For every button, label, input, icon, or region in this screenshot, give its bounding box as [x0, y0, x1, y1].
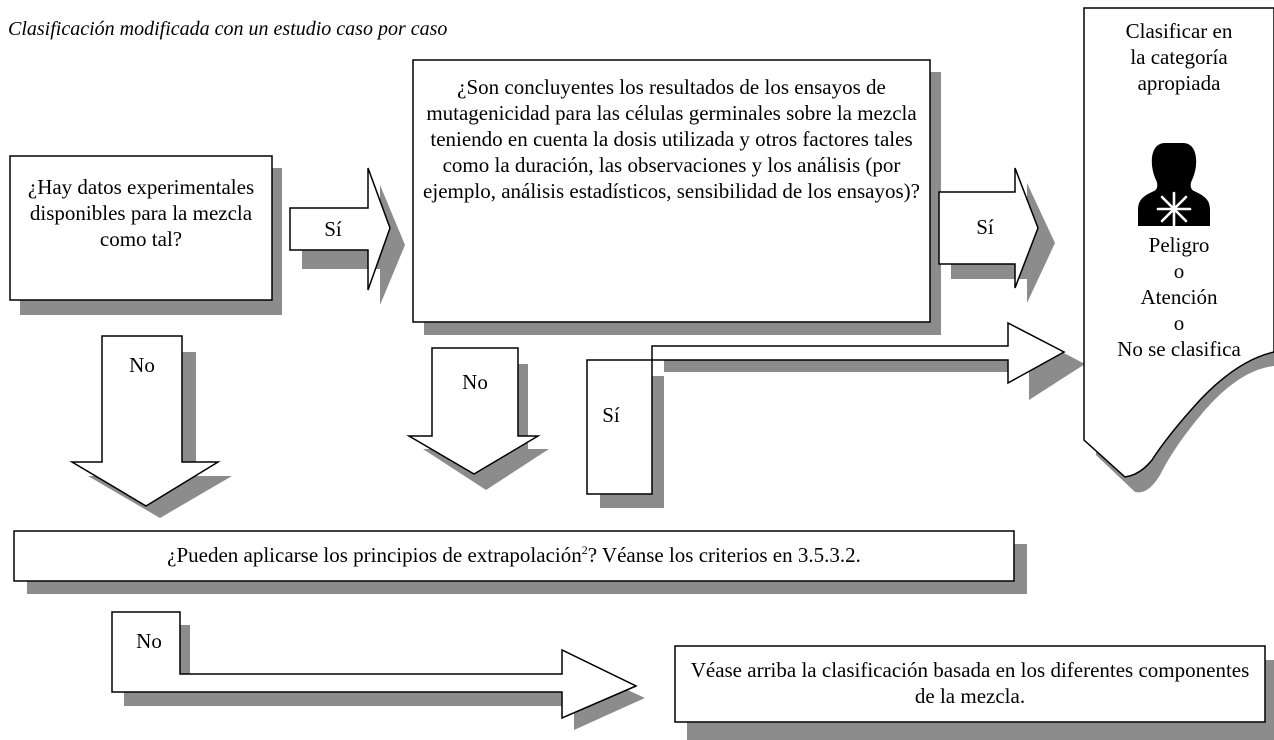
q2-text: ¿Son concluyentes los resultados de los … [423, 75, 920, 203]
or-label-2: o [1173, 311, 1185, 335]
q3-box [13, 530, 1015, 582]
no2-arrow [406, 347, 541, 475]
q1-box [9, 155, 273, 301]
health-hazard-icon [1138, 143, 1210, 227]
result-box [1083, 7, 1274, 478]
q3-text: ¿Pueden aplicarse los principios de extr… [14, 542, 1014, 568]
result-options: Peligro o Atención o No se clasifica [1090, 232, 1268, 362]
no3-arrow-shadow [124, 625, 645, 730]
q2-box [412, 59, 931, 323]
alt-text: Véase arriba la clasificación basada en … [690, 658, 1250, 708]
result-line-2: la categoría [1130, 45, 1228, 69]
human-silhouette [1138, 143, 1210, 226]
or-label-1: o [1173, 259, 1185, 283]
alt-box [674, 645, 1266, 723]
danger-label: Peligro [1148, 233, 1210, 257]
q3-text-after: ? Véanse los criterios en 3.5.3.2. [587, 543, 861, 567]
yes2-label: Sí [976, 215, 994, 239]
result-heading: Clasificar en la categoría apropiada [1090, 18, 1268, 96]
no3-arrow [111, 611, 638, 720]
yes1-label: Sí [324, 217, 342, 241]
no1-label: No [129, 353, 155, 377]
diagram-title: Clasificación modificada con un estudio … [8, 18, 448, 40]
yes1-arrow [289, 167, 391, 291]
no1-arrow [69, 335, 221, 507]
warning-label: Atención [1140, 285, 1218, 309]
not-classified-label: No se clasifica [1117, 337, 1241, 361]
footnote-marker: 2 [581, 543, 588, 557]
yes3-label: Sí [602, 403, 620, 427]
q1-text: ¿Hay datos experimentales disponibles pa… [27, 175, 255, 251]
result-line-3: apropiada [1137, 71, 1221, 95]
hazard-star [1156, 191, 1192, 227]
yes3-arrow [586, 321, 1066, 495]
result-line-1: Clasificar en [1125, 19, 1233, 43]
yes2-arrow [938, 167, 1039, 289]
boxes [9, 7, 1274, 723]
no3-label: No [136, 629, 162, 653]
q3-text-before: ¿Pueden aplicarse los principios de extr… [167, 543, 582, 567]
no2-label: No [462, 370, 488, 394]
